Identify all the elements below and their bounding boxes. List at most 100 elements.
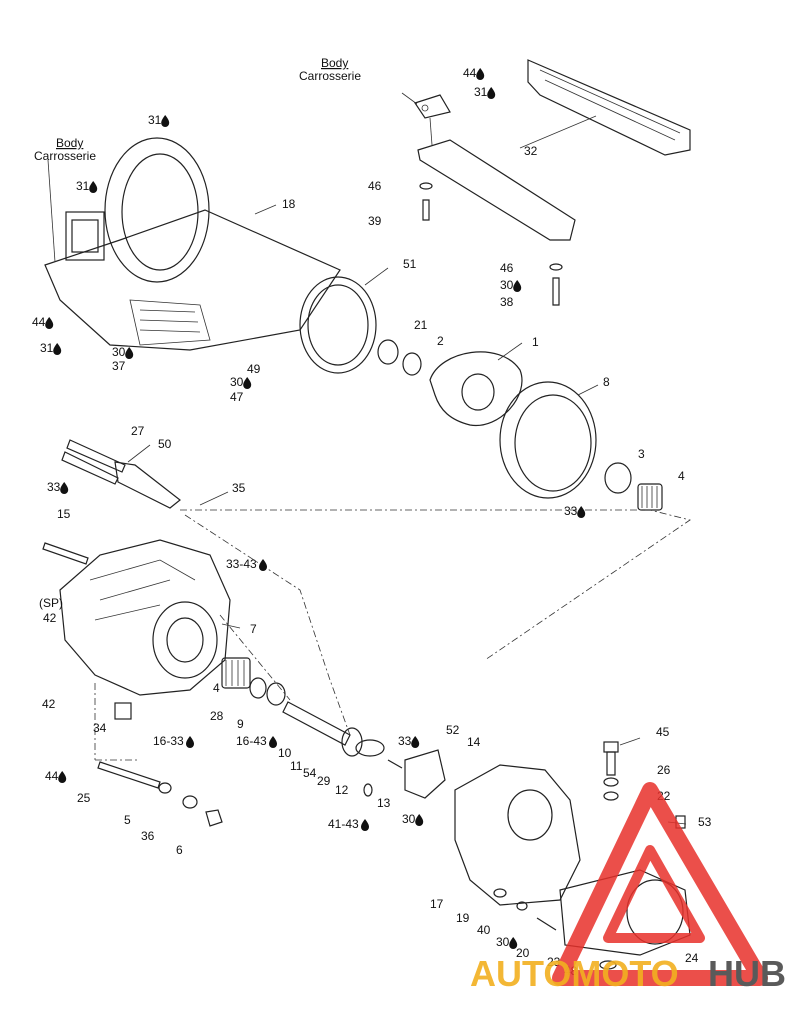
- leader-body-left: [47, 159, 56, 263]
- shaft-10-flange: [341, 727, 363, 757]
- washer-26a: [603, 777, 619, 787]
- callout-1: 1: [532, 335, 539, 349]
- body-label-top: Body Carrosserie: [299, 56, 361, 83]
- drop-icon: [125, 347, 134, 359]
- part-32-plate: [527, 59, 691, 156]
- callout-20: 20: [516, 946, 530, 960]
- callout-13: 13: [377, 796, 391, 810]
- callout-33: 33: [564, 504, 578, 518]
- plate-grate-bars: [139, 309, 201, 333]
- nut-6: [205, 809, 223, 827]
- body-label-top-fr: Carrosserie: [299, 69, 361, 83]
- plate-grate: [129, 299, 211, 346]
- part-12: [363, 783, 373, 797]
- bolt-45-head: [603, 741, 619, 753]
- drop-icon: [243, 377, 252, 389]
- drop-icon: [476, 68, 485, 80]
- seal-ring-51: [299, 276, 377, 374]
- body-label-left: Body Carrosserie: [34, 136, 96, 163]
- callout-30: 30: [496, 935, 510, 949]
- bushing-2: [402, 352, 422, 376]
- callout-30: 30: [112, 345, 126, 359]
- leader-1: [497, 342, 523, 361]
- callout-31: 31: [40, 341, 54, 355]
- washer-48: [599, 960, 617, 970]
- callout-30: 30: [402, 812, 416, 826]
- callout-17: 17: [430, 897, 444, 911]
- callout-52: 52: [446, 723, 460, 737]
- body-label-top-en: Body: [321, 56, 348, 70]
- callout-33-43: 33-43: [226, 557, 257, 571]
- leader-18: [254, 204, 277, 215]
- washer-46-top: [419, 182, 433, 190]
- seal-ring-51-inner: [307, 284, 369, 366]
- callout-11: 11: [290, 759, 303, 773]
- drop-icon: [487, 87, 496, 99]
- drop-icon: [415, 814, 424, 826]
- washer-26b: [603, 791, 619, 801]
- stud-25: [97, 761, 161, 789]
- spring-29: [387, 759, 403, 769]
- callout-16-43: 16-43: [236, 734, 267, 748]
- leader-lines: [47, 92, 687, 825]
- callout-36: 36: [141, 829, 155, 843]
- stud-27: [66, 439, 126, 473]
- callout-38: 38: [500, 295, 514, 309]
- bearing-4-lower: [221, 657, 251, 689]
- bearing-4-rollers: [641, 486, 658, 508]
- drop-icon: [45, 317, 54, 329]
- callout-7: 7: [250, 622, 257, 636]
- leader-45: [619, 737, 641, 746]
- callout-30: 30: [500, 278, 514, 292]
- pin-20: [536, 917, 557, 931]
- callout-33: 33: [47, 480, 61, 494]
- watermark-logo: AUTOMOTO HUB: [470, 782, 786, 994]
- callout-16-33: 16-33: [153, 734, 184, 748]
- drop-icon: [269, 736, 277, 748]
- intake-ring-inner: [121, 153, 199, 271]
- bolt-45-shank: [606, 751, 616, 776]
- callout-21: 21: [414, 318, 428, 332]
- guide-line-shaft: [180, 509, 691, 736]
- callout-29: 29: [317, 774, 331, 788]
- callout-27: 27: [131, 424, 145, 438]
- drop-icon: [577, 506, 586, 518]
- drop-icon: [411, 736, 420, 748]
- shaft-10: [282, 701, 351, 746]
- wear-ring-8-inner: [514, 394, 592, 492]
- leader-51: [364, 267, 389, 286]
- callout-4: 4: [213, 681, 220, 695]
- callout-40: 40: [477, 923, 491, 937]
- callout-33: 33: [398, 734, 412, 748]
- callout-41-43: 41-43: [328, 817, 359, 831]
- washer-9: [266, 682, 286, 706]
- callout-53: 53: [698, 815, 712, 829]
- callout-31: 31: [148, 113, 162, 127]
- callout-10: 10: [278, 746, 292, 760]
- drop-icon: [509, 937, 518, 949]
- watermark-text-hub: HUB: [708, 953, 786, 994]
- washer-5: [158, 782, 172, 794]
- callout-4: 4: [678, 469, 685, 483]
- callout-34: 34: [93, 721, 107, 735]
- callout-5: 5: [124, 813, 131, 827]
- callout-42: 42: [43, 611, 57, 625]
- gasket-square-inner: [71, 219, 99, 253]
- callout-18: 18: [282, 197, 296, 211]
- leader-32: [519, 115, 597, 149]
- callout-35: 35: [232, 481, 246, 495]
- callout-(SP): (SP): [39, 596, 63, 610]
- drop-icon: [361, 819, 369, 831]
- callout-28: 28: [210, 709, 224, 723]
- drop-icon: [513, 280, 522, 292]
- washer-40: [516, 901, 528, 911]
- top-bracket: [414, 94, 451, 119]
- part-32-ribs: [539, 69, 681, 141]
- callout-24: 24: [685, 951, 699, 965]
- guide-line-stud: [94, 683, 140, 761]
- bracket-link: [429, 117, 433, 146]
- pump-housing-bore: [152, 601, 218, 679]
- callout-12: 12: [335, 783, 349, 797]
- callout-3: 3: [638, 447, 645, 461]
